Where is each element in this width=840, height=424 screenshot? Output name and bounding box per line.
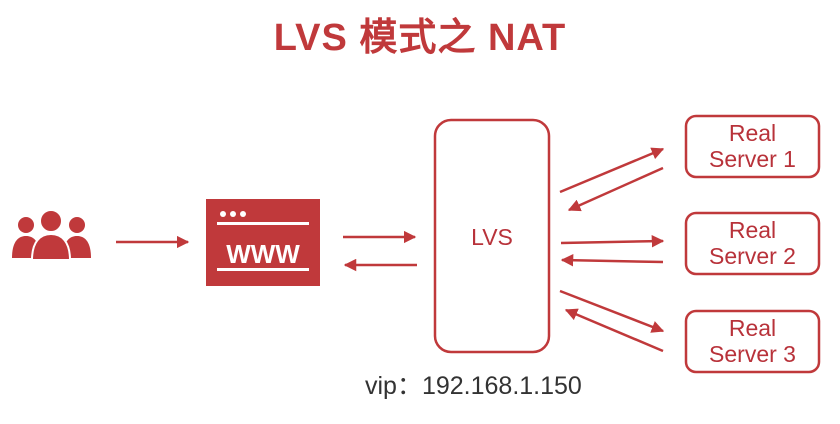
lvs-label: LVS (471, 224, 513, 250)
real-server-2-box (684, 211, 821, 276)
www-label: WWW (226, 239, 300, 269)
real-server-3-line2: Server 3 (709, 341, 796, 367)
real-server-2-line1: Real (728, 217, 777, 243)
real-server-3-line1: Real (728, 315, 777, 341)
real-server-1-label: Real Server 1 (686, 120, 819, 172)
real-server-1-line2: Server 1 (709, 146, 796, 172)
users-group-icon (12, 209, 91, 261)
arrow-lvs-to-rs1 (559, 147, 665, 194)
arrow-rs3-to-lvs (564, 308, 664, 353)
real-server-3-label: Real Server 3 (686, 315, 819, 367)
page-title: LVS 模式之 NAT (273, 17, 567, 59)
real-server-2-line2: Server 2 (709, 243, 796, 269)
arrow-rs1-to-lvs (567, 166, 664, 212)
real-server-2-label: Real Server 2 (686, 217, 819, 269)
vip-label: vip：192.168.1.150 (365, 372, 582, 400)
arrow-lvs-to-rs2 (560, 234, 665, 248)
real-server-1-box (684, 114, 821, 179)
real-server-3-box (684, 309, 821, 374)
browser-window-icon: WWW (206, 199, 320, 286)
arrow-lvs-to-rs3 (559, 289, 665, 333)
arrow-rs2-to-lvs (560, 253, 664, 267)
lvs-box (433, 118, 551, 354)
real-server-1-line1: Real (728, 120, 777, 146)
